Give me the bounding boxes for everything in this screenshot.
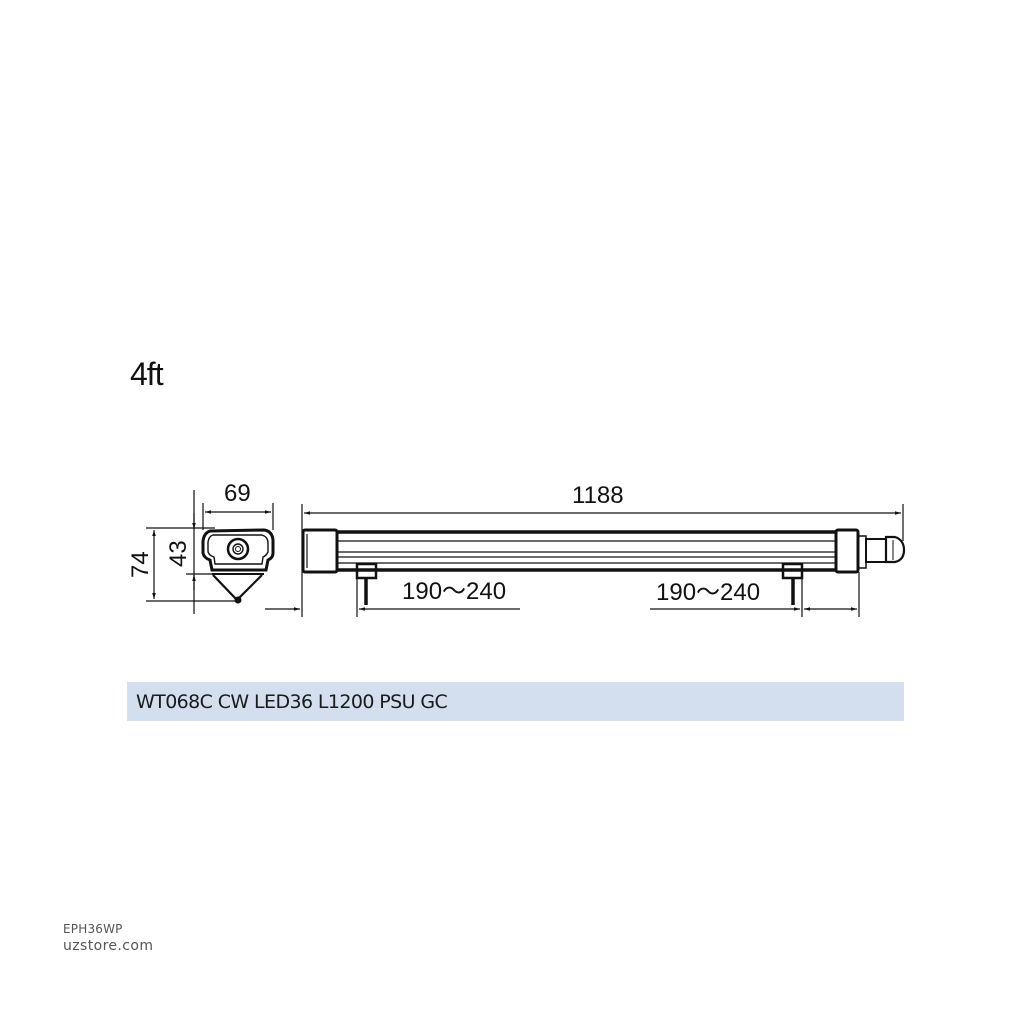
site-watermark: uzstore.com (63, 938, 154, 954)
product-code: EPH36WP (63, 922, 123, 936)
footer: EPH36WP uzstore.com (63, 921, 153, 955)
product-name-bar: WT068C CW LED36 L1200 PSU GC (127, 682, 904, 721)
side-view (265, 504, 906, 617)
left-clip-range-label: 190～240 (402, 578, 506, 605)
end-total-height-label: 74 (127, 551, 154, 578)
size-label: 4ft (130, 356, 164, 392)
end-view (146, 490, 275, 614)
product-name: WT068C CW LED36 L1200 PSU GC (136, 691, 448, 713)
right-clip-range-label: 190～240 (656, 579, 760, 606)
end-body-height-label: 43 (165, 540, 192, 567)
end-width-label: 69 (224, 480, 251, 507)
length-label: 1188 (572, 482, 624, 509)
